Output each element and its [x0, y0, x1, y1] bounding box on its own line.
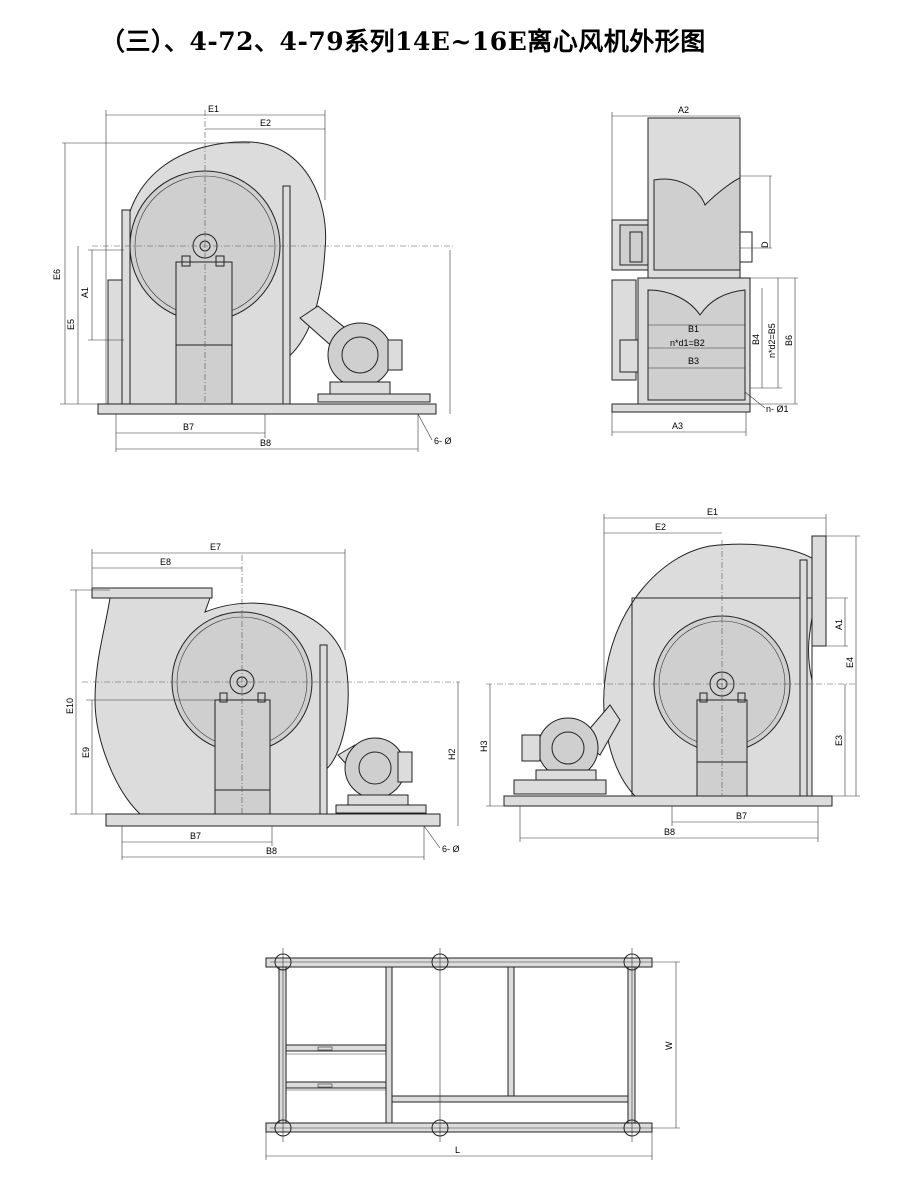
dim-E3: E3 [834, 735, 844, 746]
dim-D: D [760, 241, 770, 248]
dim-E5: E5 [66, 319, 76, 330]
motor [327, 322, 393, 388]
view-front-mid-left: E7 E8 E10 E9 H2 B7 B8 6- Ø [65, 542, 460, 860]
page-title: （三）、4-72、4-79系列14E~16E离心风机外形图 [100, 27, 706, 56]
base-bottom-rail [265, 1122, 653, 1133]
dim-E10: E10 [65, 698, 75, 714]
bearing-support [175, 261, 233, 405]
dim-E2: E2 [260, 118, 271, 128]
dim-E4: E4 [845, 657, 855, 668]
dim-bolt: 6- Ø [434, 436, 452, 446]
dim-H3: H3 [479, 740, 489, 752]
dim-B8: B8 [260, 438, 271, 448]
dim-B7: B7 [190, 831, 201, 841]
base-top-rail [265, 957, 653, 968]
dim-B1: B1 [688, 324, 699, 334]
dim-A2: A2 [678, 105, 689, 115]
dim-H2: H2 [447, 748, 457, 760]
base-frame [97, 403, 437, 415]
dim-E8: E8 [160, 557, 171, 567]
dim-W: W [664, 1041, 674, 1050]
dim-E6: E6 [52, 269, 62, 280]
dim-E9: E9 [81, 747, 91, 758]
dim-A1: A1 [80, 287, 90, 298]
dim-B7: B7 [183, 422, 194, 432]
view-front-mid-right: E1 E2 A1 E4 E3 H3 B7 B8 [479, 507, 860, 842]
dim-A3: A3 [672, 421, 683, 431]
dim-E1: E1 [707, 507, 718, 517]
dim-E1: E1 [208, 104, 219, 114]
view-side-top-right: A2 D B1 n*d1=B2 B3 B4 n*d2=B5 B6 A3 n- Ø… [611, 105, 798, 436]
dim-L: L [455, 1145, 460, 1155]
dim-E2: E2 [655, 522, 666, 532]
dim-B8: B8 [664, 827, 675, 837]
view-base-plan: W L [265, 948, 680, 1160]
dim-B2: n*d1=B2 [670, 338, 705, 348]
dim-B8: B8 [266, 846, 277, 856]
dim-A1: A1 [834, 619, 844, 630]
dim-B3: B3 [688, 356, 699, 366]
view-front-top-left: E1 E2 E6 E5 A1 B7 B8 6- Ø [52, 104, 455, 452]
dim-bolt: 6- Ø [442, 844, 460, 854]
dim-hole: n- Ø1 [766, 404, 789, 414]
dim-B4: B4 [751, 334, 761, 345]
dim-B5: n*d2=B5 [767, 323, 777, 358]
dim-B6: B6 [784, 335, 794, 346]
dim-E7: E7 [210, 542, 221, 552]
dim-B7: B7 [736, 811, 747, 821]
